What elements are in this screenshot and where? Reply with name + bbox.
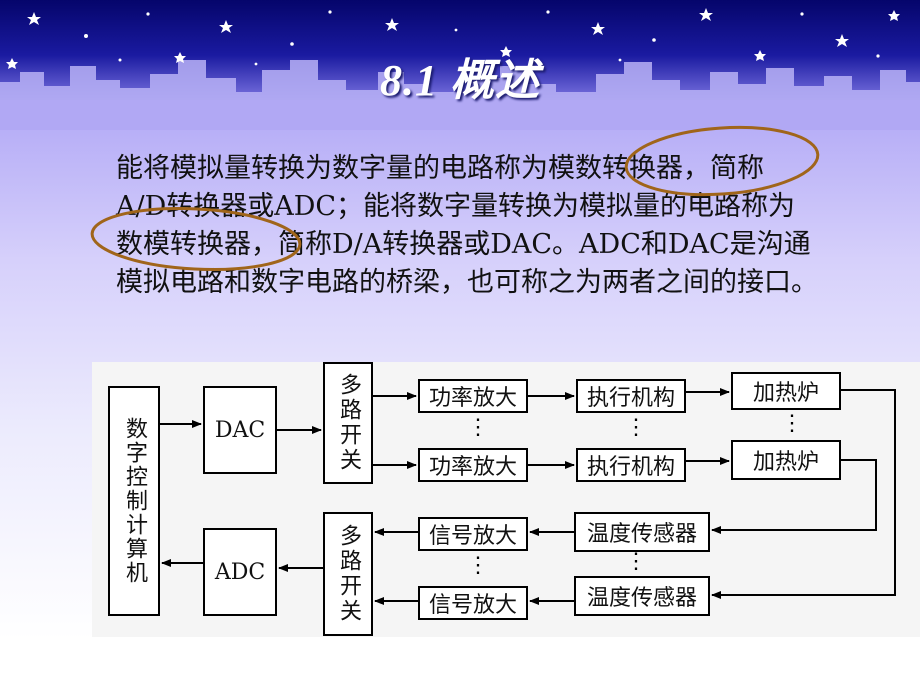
highlight-ellipse-dac <box>90 207 302 271</box>
dac-box: DAC <box>203 386 277 474</box>
paragraph-line-4: 模拟电路和数字电路的桥梁，也可称之为两者之间的接口。 <box>116 267 818 298</box>
paragraph-line-1: 能将模拟量转换为数字量的电路称为模数转换器，简称 <box>116 153 764 184</box>
furnace-box-2: 加热炉 <box>731 440 841 480</box>
actuator-label-2: 执行机构 <box>586 455 675 480</box>
digital-computer-box: 数字控制计算机 <box>108 386 160 616</box>
highlight-ellipse-adc <box>624 125 820 197</box>
mux-bottom-label: 多路开关 <box>336 524 361 624</box>
night-sky-decoration <box>0 0 920 130</box>
signal-amp-label-2: 信号放大 <box>428 593 517 618</box>
actuator-box-2: 执行机构 <box>576 448 686 482</box>
actuator-box-1: 执行机构 <box>576 379 686 413</box>
slide-title: 8.1 概述 <box>380 56 540 105</box>
adc-label: ADC <box>214 559 266 585</box>
power-amp-label-2: 功率放大 <box>428 455 517 480</box>
header-banner: 8.1 概述 <box>0 0 920 130</box>
power-amp-box-2: 功率放大 <box>418 448 528 482</box>
digital-computer-label: 数字控制计算机 <box>122 417 147 585</box>
adc-box: ADC <box>203 528 277 616</box>
temp-sensor-label-1: 温度传感器 <box>586 522 697 547</box>
temp-sensor-box-1: 温度传感器 <box>574 512 710 552</box>
power-amp-label-1: 功率放大 <box>428 386 517 411</box>
dac-label: DAC <box>214 417 266 443</box>
signal-amp-label-1: 信号放大 <box>428 524 517 549</box>
paragraph-line-2: A/D转换器或ADC；能将数字量转换为模拟量的电路称为 <box>116 191 796 222</box>
actuator-label-1: 执行机构 <box>586 386 675 411</box>
furnace-box-1: 加热炉 <box>731 372 841 410</box>
mux-top-box: 多路开关 <box>323 362 373 484</box>
temp-sensor-label-2: 温度传感器 <box>586 586 697 611</box>
power-amp-box-1: 功率放大 <box>418 379 528 413</box>
paragraph-line-3: 数模转换器，简称D/A转换器或DAC。ADC和DAC是沟通 <box>116 229 811 260</box>
intro-paragraph: 能将模拟量转换为数字量的电路称为模数转换器，简称 A/D转换器或ADC；能将数字… <box>116 150 906 302</box>
furnace-label-1: 加热炉 <box>752 381 819 406</box>
furnace-label-2: 加热炉 <box>752 450 819 475</box>
mux-top-label: 多路开关 <box>336 373 361 473</box>
temp-sensor-box-2: 温度传感器 <box>574 576 710 616</box>
mux-bottom-box: 多路开关 <box>323 512 373 636</box>
signal-amp-box-1: 信号放大 <box>418 517 528 551</box>
signal-amp-box-2: 信号放大 <box>418 586 528 620</box>
